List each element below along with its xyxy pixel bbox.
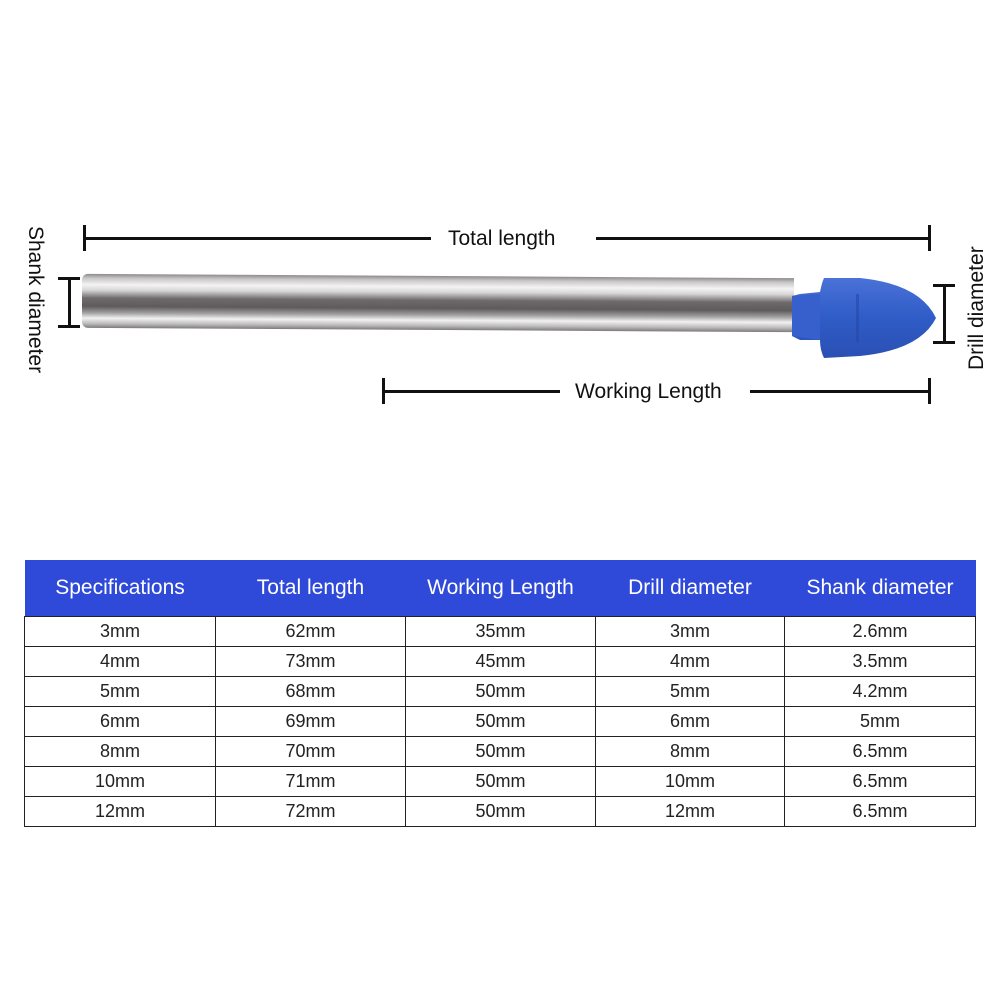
working-length-label: Working Length	[575, 380, 722, 403]
shank-diameter-label: Shank diameter	[24, 226, 47, 374]
cell-specification: 6mm	[24, 706, 216, 737]
cell-total-length: 69mm	[215, 706, 406, 737]
table-row: 10mm 71mm 50mm 10mm 6.5mm	[24, 766, 976, 797]
cell-shank-diameter: 6.5mm	[784, 766, 976, 797]
total-length-right-tick	[928, 225, 931, 251]
shank-diameter-bottom-tick	[58, 325, 80, 328]
total-length-line-right	[596, 237, 930, 240]
cell-total-length: 70mm	[215, 736, 406, 767]
cell-drill-diameter: 5mm	[595, 676, 785, 707]
table-row: 6mm 69mm 50mm 6mm 5mm	[24, 706, 976, 737]
drill-diameter-bar	[943, 285, 946, 343]
cell-total-length: 68mm	[215, 676, 406, 707]
cell-total-length: 72mm	[215, 796, 406, 827]
cell-specification: 12mm	[24, 796, 216, 827]
header-shank-diameter: Shank diameter	[784, 560, 976, 617]
header-total-length: Total length	[215, 560, 406, 617]
cell-working-length: 35mm	[405, 616, 596, 647]
header-working-length: Working Length	[405, 560, 596, 617]
drill-diameter-top-tick	[933, 284, 955, 287]
cell-drill-diameter: 3mm	[595, 616, 785, 647]
cell-shank-diameter: 2.6mm	[784, 616, 976, 647]
cell-shank-diameter: 4.2mm	[784, 676, 976, 707]
cell-specification: 5mm	[24, 676, 216, 707]
header-specifications: Specifications	[24, 560, 216, 617]
drill-diameter-label: Drill diameter	[965, 246, 988, 370]
working-length-right-tick	[928, 378, 931, 404]
cell-working-length: 50mm	[405, 796, 596, 827]
cell-specification: 3mm	[24, 616, 216, 647]
specifications-table: Specifications Total length Working Leng…	[24, 560, 976, 827]
cell-working-length: 50mm	[405, 766, 596, 797]
cell-working-length: 45mm	[405, 646, 596, 677]
table-row: 4mm 73mm 45mm 4mm 3.5mm	[24, 646, 976, 677]
cell-drill-diameter: 8mm	[595, 736, 785, 767]
cell-shank-diameter: 6.5mm	[784, 736, 976, 767]
table-row: 8mm 70mm 50mm 8mm 6.5mm	[24, 736, 976, 767]
cell-working-length: 50mm	[405, 706, 596, 737]
carbide-tip-icon	[792, 278, 936, 358]
table-row: 12mm 72mm 50mm 12mm 6.5mm	[24, 796, 976, 827]
working-length-line-right	[750, 390, 930, 393]
cell-drill-diameter: 10mm	[595, 766, 785, 797]
cell-total-length: 71mm	[215, 766, 406, 797]
working-length-line-left	[382, 390, 560, 393]
shank-diameter-bar	[68, 278, 71, 328]
total-length-label: Total length	[448, 227, 556, 250]
table-row: 5mm 68mm 50mm 5mm 4.2mm	[24, 676, 976, 707]
table-row: 3mm 62mm 35mm 3mm 2.6mm	[24, 616, 976, 647]
cell-drill-diameter: 12mm	[595, 796, 785, 827]
header-drill-diameter: Drill diameter	[595, 560, 785, 617]
cell-specification: 4mm	[24, 646, 216, 677]
total-length-line-left	[83, 237, 431, 240]
shank-diameter-top-tick	[58, 277, 80, 280]
drill-shank	[82, 273, 794, 333]
drill-diameter-bottom-tick	[933, 341, 955, 344]
cell-shank-diameter: 3.5mm	[784, 646, 976, 677]
cell-total-length: 62mm	[215, 616, 406, 647]
cell-specification: 8mm	[24, 736, 216, 767]
cell-working-length: 50mm	[405, 676, 596, 707]
cell-shank-diameter: 5mm	[784, 706, 976, 737]
cell-working-length: 50mm	[405, 736, 596, 767]
table-header-row: Specifications Total length Working Leng…	[24, 560, 976, 617]
cell-shank-diameter: 6.5mm	[784, 796, 976, 827]
cell-specification: 10mm	[24, 766, 216, 797]
cell-drill-diameter: 4mm	[595, 646, 785, 677]
cell-drill-diameter: 6mm	[595, 706, 785, 737]
cell-total-length: 73mm	[215, 646, 406, 677]
